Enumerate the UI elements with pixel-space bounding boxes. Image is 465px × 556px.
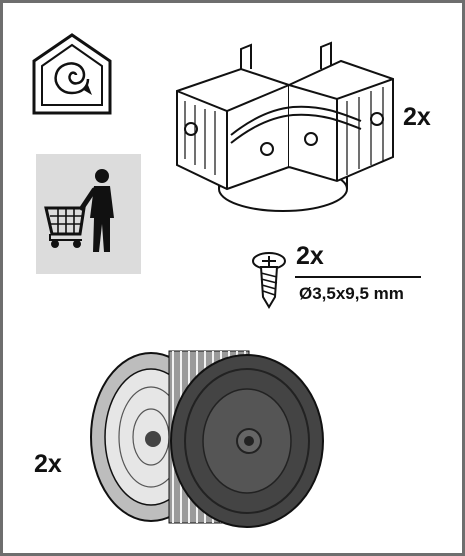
recirculation-house-icon	[32, 33, 112, 115]
screw-quantity: 2x	[296, 242, 324, 270]
adapter-quantity: 2x	[403, 103, 431, 131]
purchase-separately-tile	[36, 154, 141, 274]
filter-quantity: 2x	[34, 450, 62, 478]
carbon-filter-icon	[90, 350, 324, 528]
air-deflector-adapter	[176, 41, 394, 212]
screw-icon	[252, 252, 286, 309]
screw-size: Ø3,5x9,5 mm	[299, 284, 404, 303]
screw-divider	[295, 276, 421, 278]
shopping-cart-person-icon	[44, 169, 114, 252]
